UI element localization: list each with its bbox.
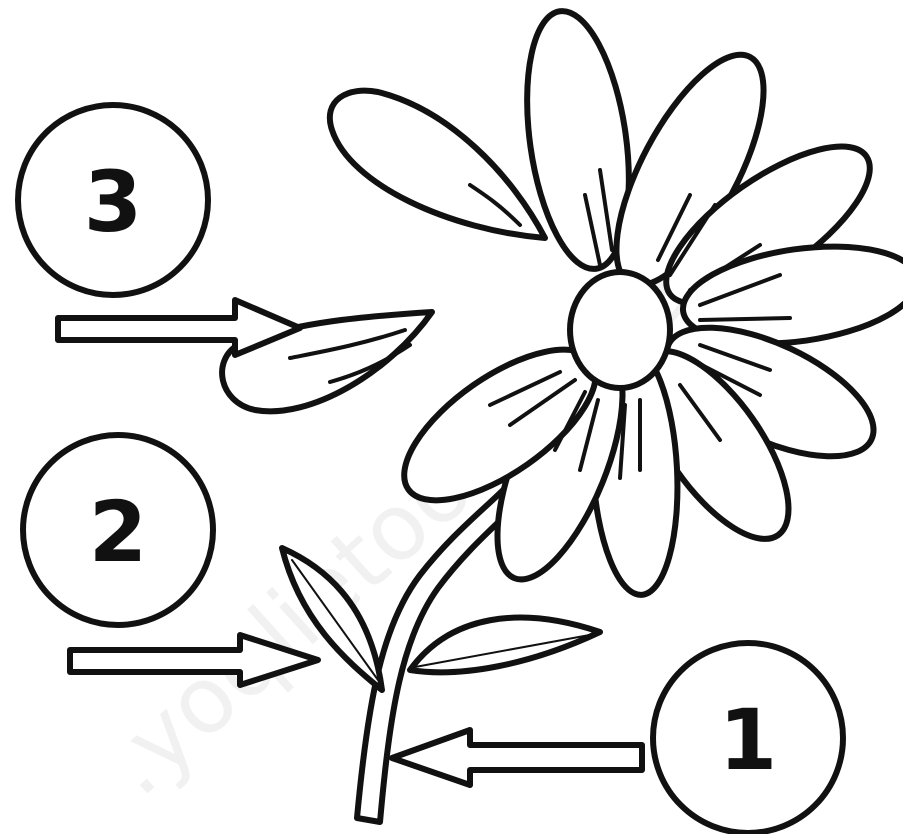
right-leaf [410, 618, 600, 673]
arrow-1 [392, 730, 642, 785]
petal-line [700, 318, 790, 320]
label-2: 2 [89, 483, 147, 581]
label-1: 1 [719, 691, 777, 789]
flower-center [570, 272, 670, 388]
label-3: 3 [84, 153, 142, 251]
